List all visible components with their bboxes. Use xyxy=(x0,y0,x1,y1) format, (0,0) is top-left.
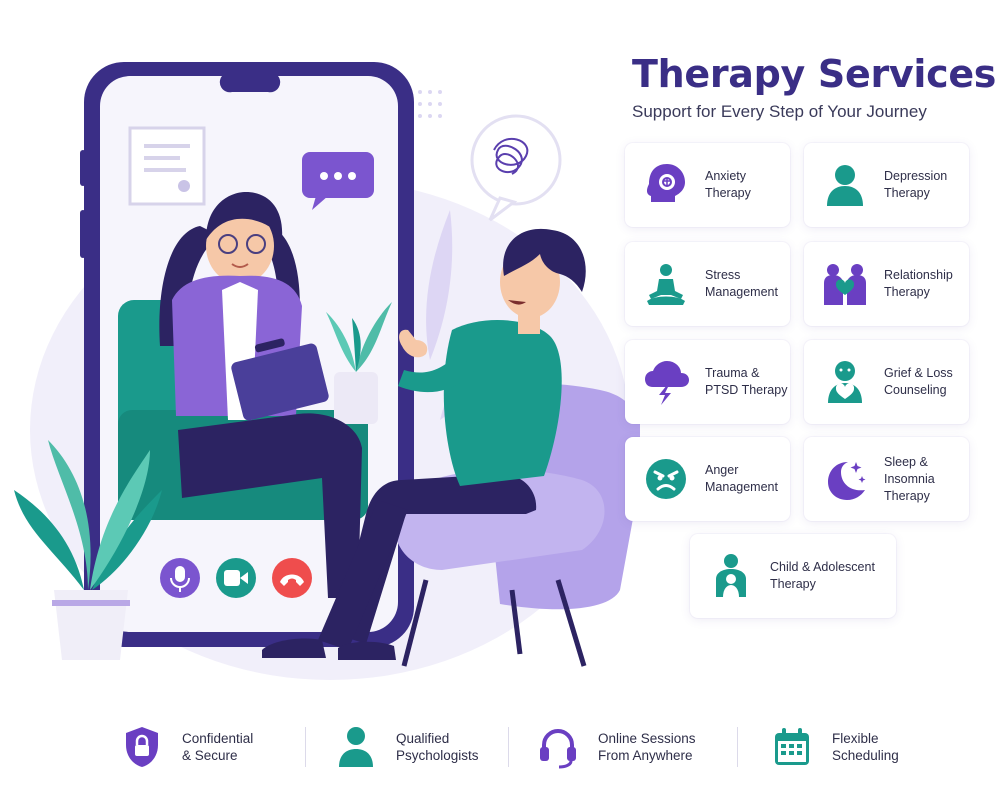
service-card-anxiety[interactable]: Anxiety Therapy xyxy=(625,143,790,227)
storm-cloud-icon xyxy=(645,361,689,405)
person-icon xyxy=(339,727,373,767)
moon-stars-icon xyxy=(828,462,866,500)
parent-child-icon xyxy=(716,554,746,597)
video-camera-icon xyxy=(216,558,256,598)
service-label: Stress Management xyxy=(705,268,778,299)
chat-bubble-icon xyxy=(302,152,374,210)
footer-divider xyxy=(737,727,738,767)
call-controls xyxy=(160,558,312,598)
service-card-anger[interactable]: Anger Management xyxy=(625,437,790,521)
service-card-sleep[interactable]: Sleep & Insomnia Therapy xyxy=(804,437,969,521)
feature-flexible: Flexible Scheduling xyxy=(772,722,899,772)
therapy-illustration xyxy=(14,62,640,680)
end-call-icon xyxy=(272,558,312,598)
feature-confidential: Confidential & Secure xyxy=(122,722,253,772)
feature-label: Qualified Psychologists xyxy=(396,731,479,763)
meditation-icon xyxy=(647,264,685,305)
footer-divider xyxy=(508,727,509,767)
page-subtitle: Support for Every Step of Your Journey xyxy=(632,102,927,121)
service-label: Anger Management xyxy=(705,463,778,494)
service-card-depression[interactable]: Depression Therapy xyxy=(804,143,969,227)
person-icon xyxy=(827,165,863,206)
feature-label: Flexible Scheduling xyxy=(832,731,899,763)
head-brain-icon xyxy=(647,164,685,202)
plant-icon xyxy=(326,302,392,424)
service-label: Grief & Loss Counseling xyxy=(884,366,953,397)
headset-icon xyxy=(540,729,576,769)
dots-decoration xyxy=(418,90,442,118)
client-figure xyxy=(262,228,586,660)
couple-heart-icon xyxy=(824,264,866,305)
service-card-relationship[interactable]: Relationship Therapy xyxy=(804,242,969,326)
therapist-figure xyxy=(159,192,362,598)
potted-plant-icon xyxy=(14,440,162,660)
feature-online: Online Sessions From Anywhere xyxy=(538,722,696,772)
hugging-heart-icon xyxy=(828,361,862,403)
service-label: Child & Adolescent Therapy xyxy=(770,560,875,591)
thought-bubble-icon xyxy=(470,114,562,222)
service-label: Relationship Therapy xyxy=(884,268,953,299)
angry-face-icon xyxy=(646,459,686,499)
service-label: Depression Therapy xyxy=(884,169,948,200)
certificate-icon xyxy=(128,126,206,206)
microphone-icon xyxy=(160,558,200,598)
service-card-stress[interactable]: Stress Management xyxy=(625,242,790,326)
feature-label: Online Sessions From Anywhere xyxy=(598,731,696,763)
service-card-trauma[interactable]: Trauma & PTSD Therapy xyxy=(625,340,790,424)
shield-lock-icon xyxy=(126,727,158,767)
feature-label: Confidential & Secure xyxy=(182,731,254,763)
feature-qualified: Qualified Psychologists xyxy=(336,722,479,772)
service-label: Anxiety Therapy xyxy=(705,169,751,200)
service-card-grief[interactable]: Grief & Loss Counseling xyxy=(804,340,969,424)
service-card-child[interactable]: Child & Adolescent Therapy xyxy=(690,534,896,618)
service-label: Sleep & Insomnia Therapy xyxy=(884,454,935,503)
calendar-icon xyxy=(775,728,809,765)
footer-divider xyxy=(305,727,306,767)
page-title: Therapy Services xyxy=(632,52,997,96)
service-label: Trauma & PTSD Therapy xyxy=(705,366,788,397)
